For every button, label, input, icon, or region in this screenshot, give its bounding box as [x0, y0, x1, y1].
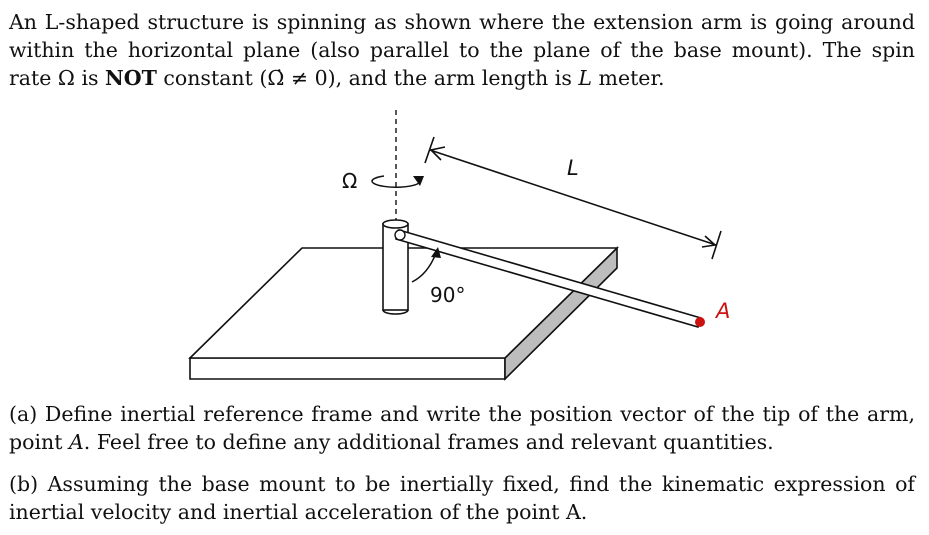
rotation-arrowhead-icon [413, 176, 424, 186]
intro-text-a: An L-shaped structure is spinning as sho… [9, 10, 915, 90]
intro-text-c: constant ( [156, 66, 268, 90]
length-arrowhead-start-icon [429, 146, 446, 161]
not-emphasis: NOT [105, 66, 157, 90]
angle-label: 90° [430, 283, 465, 307]
arm-pivot [394, 229, 406, 241]
length-label: L [567, 156, 579, 180]
rotation-arrow-icon [371, 175, 421, 188]
intro-text-e: meter. [591, 66, 665, 90]
vertical-post-top [382, 219, 409, 229]
length-dimension-tick-start [424, 136, 435, 164]
question-a-point: A [68, 430, 84, 454]
question-a-suffix: . Feel free to define any additional fra… [83, 430, 774, 454]
problem-statement: An L-shaped structure is spinning as sho… [9, 8, 915, 92]
omega-symbol: Ω [57, 66, 75, 90]
omega-dot-expression: Ω̇ ≠ 0 [267, 66, 328, 90]
length-symbol: L [578, 66, 592, 90]
omega-label: Ω [342, 169, 357, 193]
tip-point-a-marker [695, 317, 705, 327]
intro-text-d: ), and the arm length is [327, 66, 579, 90]
length-arrowhead-end-icon [701, 235, 717, 248]
right-angle-arrowhead-icon [431, 247, 441, 258]
vertical-post-bottom-edge [382, 309, 409, 315]
point-a-label: A [714, 299, 730, 323]
question-a-prefix: (a) Define inertial reference frame and … [9, 402, 915, 454]
length-dimension-tick-end [711, 230, 722, 260]
question-a: (a) Define inertial reference frame and … [9, 400, 915, 456]
intro-text-b: is [74, 66, 106, 90]
question-b: (b) Assuming the base mount to be inerti… [9, 472, 915, 524]
length-dimension-line [429, 149, 717, 246]
base-mount-front-face [189, 357, 506, 380]
